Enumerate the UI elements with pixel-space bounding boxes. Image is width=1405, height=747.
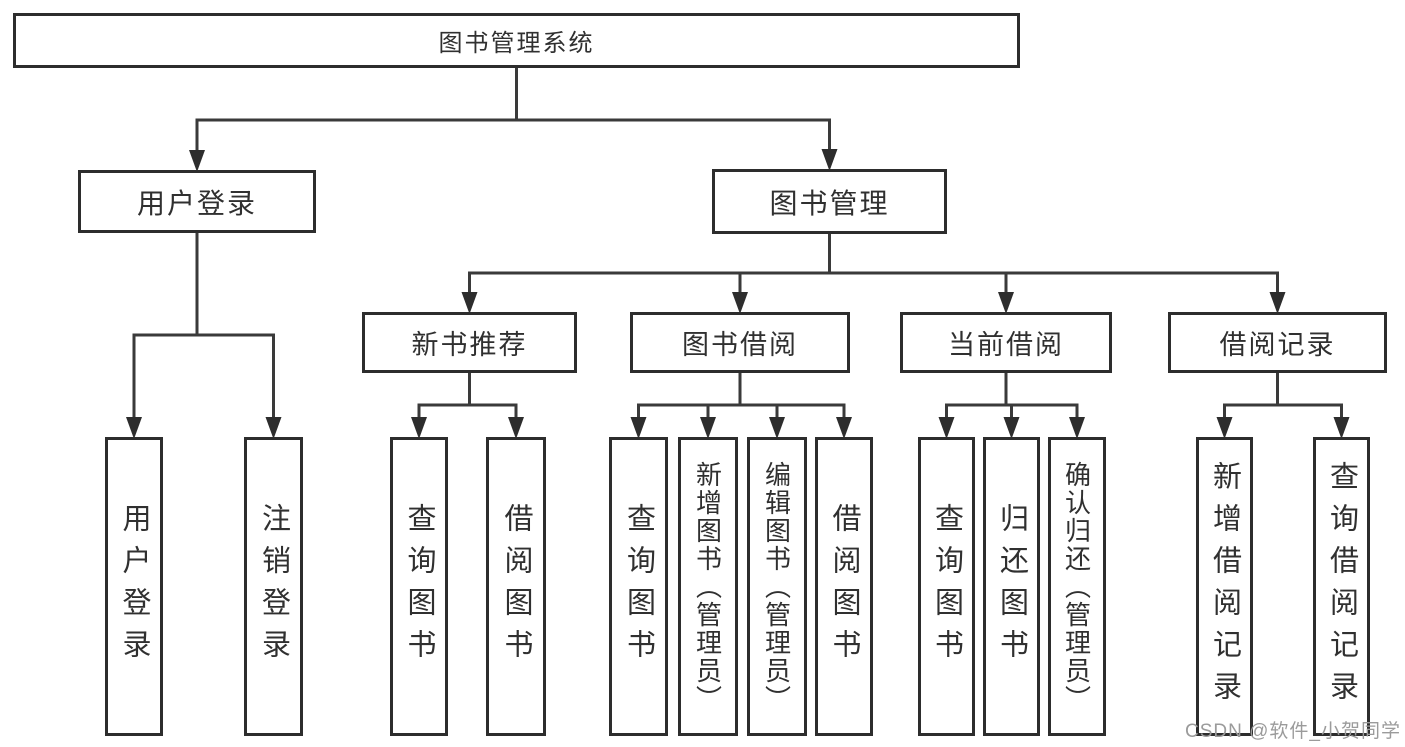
box-book-mgmt: 图书管理 xyxy=(712,169,947,234)
node-label: 用户登录 xyxy=(118,502,150,671)
arrowhead-down-icon xyxy=(836,417,852,439)
node-label: 图书管理 xyxy=(769,187,890,219)
node-label: 查询图书 xyxy=(403,502,435,671)
arrowhead-down-icon xyxy=(938,417,955,439)
box-book-borrow: 图书借阅 xyxy=(630,312,850,373)
node-label: 用户登录 xyxy=(136,187,257,219)
leaf-box-leaf-query-book-3: 查询图书 xyxy=(918,437,975,736)
arrowhead-down-icon xyxy=(1216,417,1233,439)
leaf-box-leaf-confirm-return: 确认归还（管理员） xyxy=(1048,437,1106,736)
node-label: 新增借阅记录 xyxy=(1208,460,1241,713)
arrowhead-down-icon xyxy=(1269,292,1286,314)
node-label: 新增图书（管理员） xyxy=(692,460,723,713)
arrowhead-down-icon xyxy=(1069,417,1085,439)
node-label: 注销登录 xyxy=(257,502,290,671)
leaf-box-leaf-add-book: 新增图书（管理员） xyxy=(678,437,738,736)
node-label: 查询图书 xyxy=(622,502,655,671)
arrowhead-down-icon xyxy=(998,292,1014,314)
node-label: 查询借阅记录 xyxy=(1325,460,1358,713)
box-borrow-records: 借阅记录 xyxy=(1168,312,1387,373)
node-label: 借阅记录 xyxy=(1219,330,1336,360)
box-user-login: 用户登录 xyxy=(78,170,316,233)
leaf-box-leaf-edit-book: 编辑图书（管理员） xyxy=(747,437,807,736)
arrowhead-down-icon xyxy=(189,150,205,172)
box-current-borrow: 当前借阅 xyxy=(900,312,1112,373)
arrowhead-down-icon xyxy=(769,417,785,439)
arrowhead-down-icon xyxy=(1003,417,1020,439)
node-label: 编辑图书（管理员） xyxy=(761,460,792,713)
node-label: 借阅图书 xyxy=(500,502,532,671)
leaf-box-leaf-query-book-1: 查询图书 xyxy=(390,437,448,736)
node-label: 确认归还（管理员） xyxy=(1061,460,1092,713)
box-new-book-recommend: 新书推荐 xyxy=(362,312,577,373)
node-label: 归还图书 xyxy=(995,502,1028,671)
arrowhead-down-icon xyxy=(411,417,427,439)
arrowhead-down-icon xyxy=(265,417,282,439)
watermark: CSDN @软件_小贺同学 xyxy=(1185,721,1401,742)
arrowhead-down-icon xyxy=(821,149,838,171)
leaf-box-leaf-user-login: 用户登录 xyxy=(105,437,163,736)
node-label: 图书管理系统 xyxy=(438,30,595,57)
leaf-box-leaf-return-book: 归还图书 xyxy=(983,437,1040,736)
arrowhead-down-icon xyxy=(700,417,716,439)
arrowhead-down-icon xyxy=(1333,417,1350,439)
leaf-box-leaf-borrow-book-2: 借阅图书 xyxy=(815,437,873,736)
arrowhead-down-icon xyxy=(126,417,142,439)
leaf-box-leaf-logout: 注销登录 xyxy=(244,437,303,736)
arrowhead-down-icon xyxy=(732,292,748,314)
arrowhead-down-icon xyxy=(630,417,647,439)
node-label: 借阅图书 xyxy=(828,502,860,671)
leaf-box-leaf-query-record: 查询借阅记录 xyxy=(1313,437,1370,736)
leaf-box-leaf-add-record: 新增借阅记录 xyxy=(1196,437,1253,736)
arrowhead-down-icon xyxy=(508,417,524,439)
node-label: 查询图书 xyxy=(930,502,963,671)
leaf-box-leaf-borrow-book-1: 借阅图书 xyxy=(486,437,546,736)
leaf-box-leaf-query-book-2: 查询图书 xyxy=(609,437,668,736)
node-label: 新书推荐 xyxy=(411,330,528,360)
box-root: 图书管理系统 xyxy=(13,13,1020,68)
node-label: 图书借阅 xyxy=(682,330,798,360)
arrowhead-down-icon xyxy=(461,292,478,314)
node-label: 当前借阅 xyxy=(948,330,1064,360)
